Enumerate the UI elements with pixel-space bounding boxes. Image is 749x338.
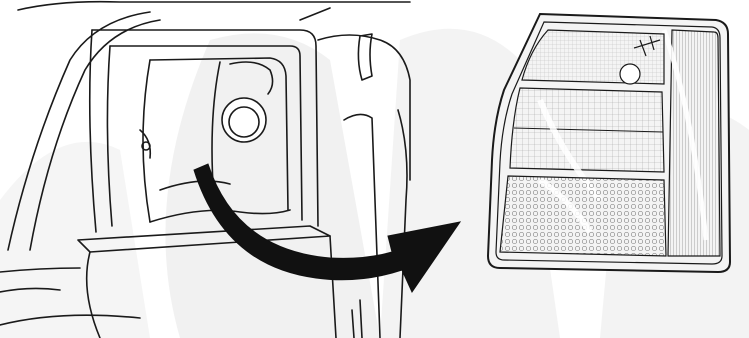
- bulb-socket-icon: [221, 97, 267, 143]
- tail-light-icon: [486, 12, 732, 274]
- curved-arrow-icon: [193, 163, 462, 294]
